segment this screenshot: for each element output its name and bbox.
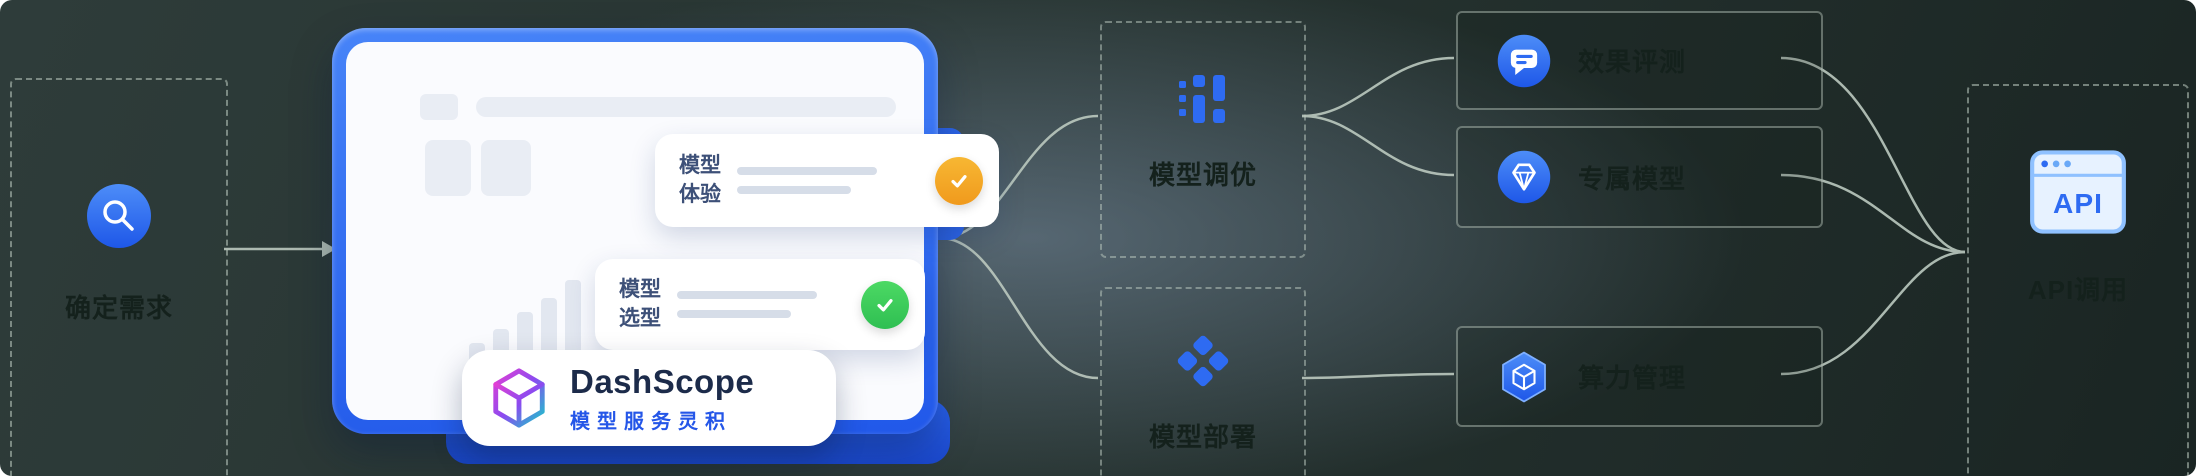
brand-text: DashScope 模型服务灵积 xyxy=(570,363,754,434)
chat-icon xyxy=(1496,33,1552,89)
model-deployment-label: 模型部署 xyxy=(1148,422,1257,452)
placeholder-tile xyxy=(481,140,531,196)
api-badge-label: API xyxy=(2053,188,2103,219)
requirement-icon xyxy=(87,184,151,248)
placeholder-searchbar xyxy=(476,97,896,117)
model-experience-label: 模型 体验 xyxy=(679,154,721,206)
evaluation-label: 效果评测 xyxy=(1578,47,1687,77)
brand-subtitle: 模型服务灵积 xyxy=(570,410,732,433)
requirement-label: 确定需求 xyxy=(64,293,173,323)
check-icon xyxy=(861,280,909,329)
placeholder-block xyxy=(420,94,458,120)
dashscope-logo-icon xyxy=(488,367,550,429)
console-screen xyxy=(346,42,924,420)
model-tuning-label: 模型调优 xyxy=(1148,160,1257,190)
exclusive-model-label: 专属模型 xyxy=(1578,163,1687,194)
compute-management-box: 算力管理 xyxy=(1456,326,1823,427)
model-deployment-box: 模型部署 xyxy=(1100,287,1306,476)
compute-management-label: 算力管理 xyxy=(1578,363,1687,393)
model-experience-card: 模型 体验 xyxy=(655,134,999,227)
check-icon xyxy=(935,156,983,205)
placeholder-tile xyxy=(425,140,471,196)
evaluation-box: 效果评测 xyxy=(1456,11,1823,110)
gem-icon xyxy=(1496,149,1552,205)
api-box: API API调用 xyxy=(1967,84,2189,476)
requirement-box: 确定需求 xyxy=(10,78,228,476)
dashscope-brand-pill: DashScope 模型服务灵积 xyxy=(462,350,836,446)
api-browser-icon: API xyxy=(2028,148,2128,236)
model-selection-label: 模型 选型 xyxy=(619,278,661,330)
brand-name: DashScope xyxy=(570,362,755,400)
model-tuning-box: 模型调优 xyxy=(1100,21,1306,258)
placeholder-text-lines xyxy=(737,167,935,194)
hexagon-cube-icon xyxy=(1496,349,1552,405)
tuner-icon xyxy=(1171,67,1235,131)
exclusive-model-box: 专属模型 xyxy=(1456,126,1823,228)
model-selection-card: 模型 选型 xyxy=(595,259,925,350)
puzzle-icon xyxy=(1171,329,1235,393)
api-call-label: API调用 xyxy=(2027,275,2129,305)
arrowhead-icon xyxy=(322,241,336,257)
placeholder-text-lines xyxy=(677,291,861,318)
